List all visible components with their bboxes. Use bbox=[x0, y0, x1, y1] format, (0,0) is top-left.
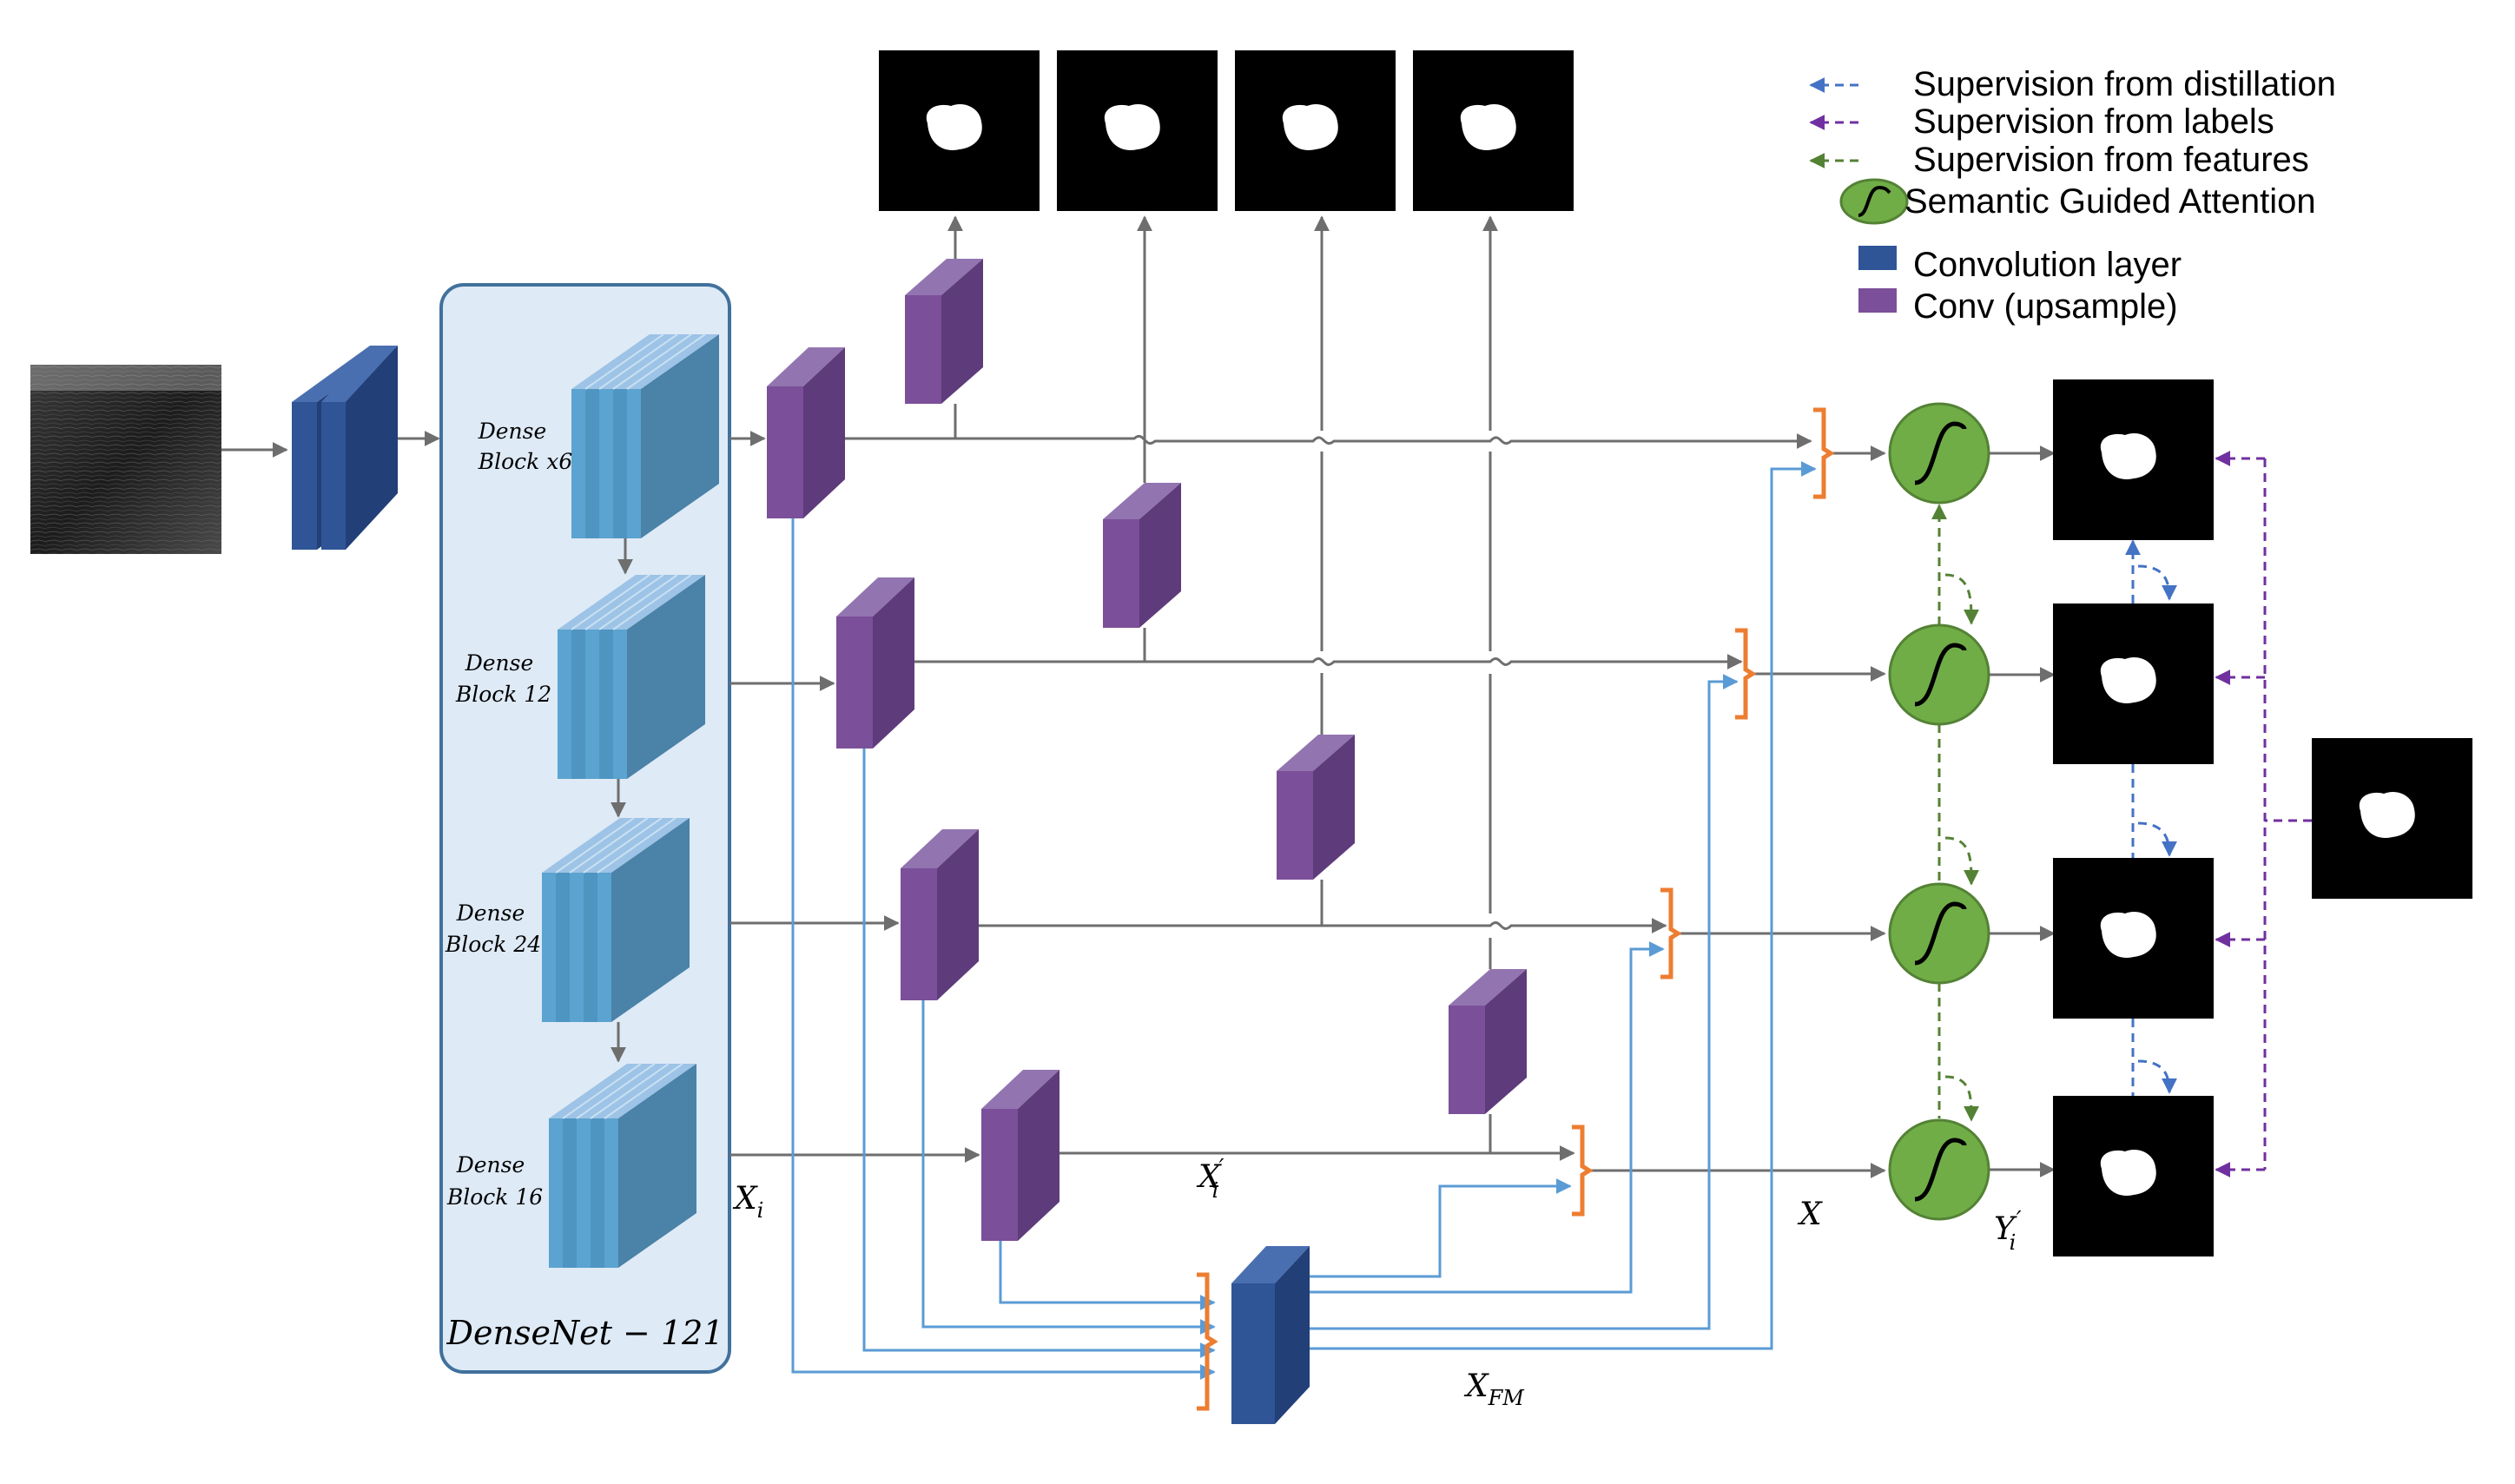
legend: Supervision from distillation Supervisio… bbox=[1809, 65, 2336, 326]
top-mask-2 bbox=[1057, 50, 1218, 211]
conv-up-top-3 bbox=[1277, 735, 1355, 880]
dense-block-3-line2: Block 24 bbox=[445, 932, 541, 957]
conv-up-level2 bbox=[836, 577, 914, 749]
feature-fusion-conv bbox=[1231, 1246, 1310, 1424]
label-supervision-arrows bbox=[2215, 451, 2312, 1177]
legend-conv: Convolution layer bbox=[1913, 246, 2182, 284]
conv-up-level3 bbox=[901, 829, 979, 1000]
dense-block-4 bbox=[549, 1063, 696, 1268]
dense-block-3 bbox=[542, 817, 690, 1022]
ground-truth-mask bbox=[2312, 738, 2472, 899]
legend-sga: Semantic Guided Attention bbox=[1904, 182, 2316, 221]
distillation-arrows bbox=[2125, 539, 2177, 1096]
dense-block-4-line1: Dense bbox=[456, 1152, 525, 1177]
top-mask-3 bbox=[1235, 50, 1396, 211]
legend-sga-icon bbox=[1839, 178, 1909, 225]
dense-block-1-line2: Block x6 bbox=[478, 449, 573, 474]
dense-block-3-line1: Dense bbox=[456, 900, 525, 926]
label-x: X bbox=[1797, 1197, 1823, 1232]
label-xi: Xi bbox=[732, 1181, 763, 1223]
conv-up-level4 bbox=[981, 1070, 1059, 1241]
legend-conv-up: Conv (upsample) bbox=[1913, 287, 2178, 326]
output-mask-3 bbox=[2053, 858, 2214, 1019]
dense-block-2-line2: Block 12 bbox=[455, 682, 551, 707]
gray-connections bbox=[729, 215, 2056, 1178]
dense-block-1-line1: Dense bbox=[478, 419, 547, 444]
sga-3 bbox=[1888, 882, 1990, 985]
sga-4 bbox=[1888, 1118, 1990, 1221]
conv-up-top-1 bbox=[905, 259, 983, 404]
sga-2 bbox=[1888, 623, 1990, 726]
initial-conv-block-2 bbox=[321, 346, 398, 550]
output-mask-2 bbox=[2053, 603, 2214, 764]
densenet-label: DenseNet − 121 bbox=[446, 1314, 724, 1352]
label-xi-prime: X′i bbox=[1196, 1155, 1224, 1203]
dense-block-2-line1: Dense bbox=[465, 650, 534, 676]
top-mask-1 bbox=[879, 50, 1040, 211]
dense-block-4-line2: Block 16 bbox=[446, 1184, 543, 1210]
legend-labels: Supervision from labels bbox=[1913, 102, 2274, 141]
top-mask-4 bbox=[1413, 50, 1574, 211]
conv-up-top-2 bbox=[1103, 483, 1181, 628]
input-ultrasound-image bbox=[30, 365, 221, 554]
sga-1 bbox=[1888, 402, 1990, 505]
label-xfm: XFM bbox=[1463, 1369, 1525, 1410]
conv-up-level1 bbox=[767, 347, 845, 518]
blue-connections bbox=[791, 461, 1817, 1380]
legend-distillation: Supervision from distillation bbox=[1913, 65, 2336, 103]
output-mask-4 bbox=[2053, 1096, 2214, 1256]
legend-features: Supervision from features bbox=[1913, 141, 2309, 179]
legend-conv-swatch bbox=[1858, 246, 1897, 270]
feature-supervision-arrows bbox=[1931, 504, 1979, 1122]
concat-brackets bbox=[1197, 407, 1835, 1411]
label-yi-prime: Y′i bbox=[1994, 1207, 2022, 1255]
dense-block-1 bbox=[571, 333, 719, 538]
conv-up-top-4 bbox=[1449, 969, 1527, 1114]
legend-conv-up-swatch bbox=[1858, 288, 1897, 313]
dense-block-2 bbox=[558, 574, 705, 779]
output-mask-1 bbox=[2053, 379, 2214, 540]
